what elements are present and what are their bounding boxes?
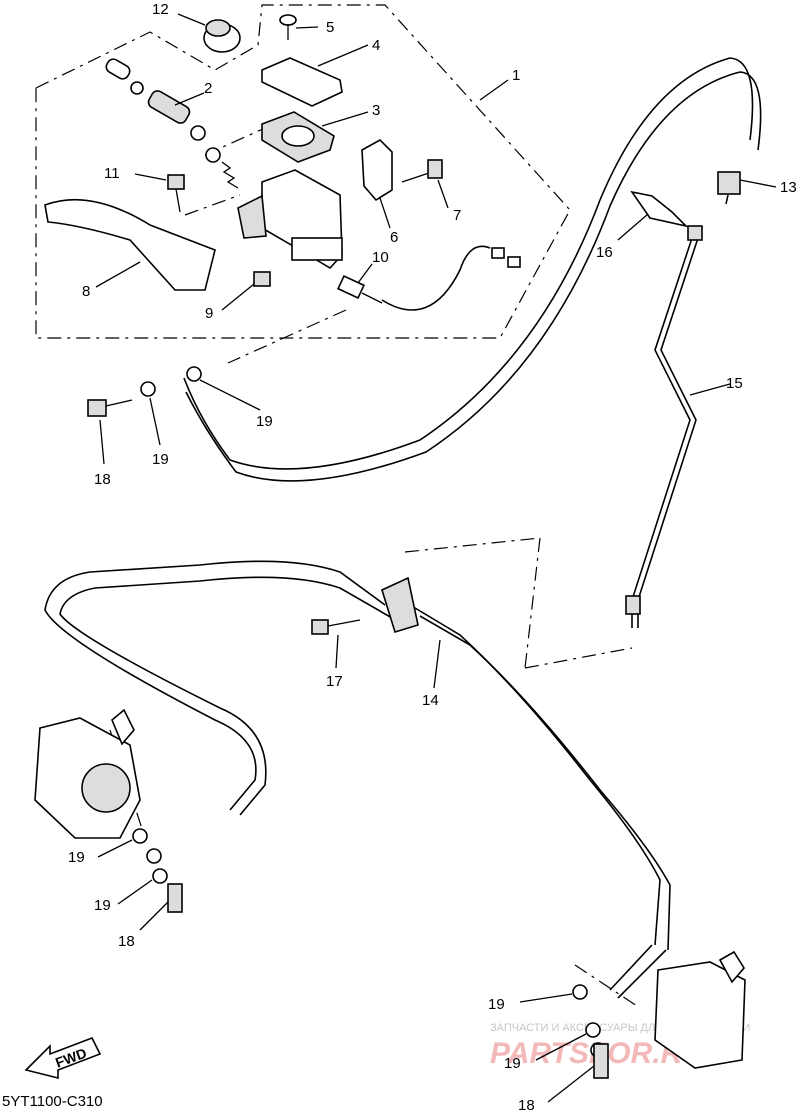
guide-line bbox=[227, 309, 347, 364]
brake-pipe-part-15 bbox=[625, 225, 703, 628]
fwd-label: FWD bbox=[53, 1045, 88, 1071]
washer-part-19-top-1 bbox=[140, 381, 156, 397]
callout-2: 2 bbox=[204, 80, 212, 97]
callout-11: 11 bbox=[104, 165, 120, 182]
callout-4: 4 bbox=[372, 37, 380, 54]
guide-line bbox=[524, 647, 633, 669]
callout-19e: 19 bbox=[488, 996, 505, 1013]
guide-line bbox=[184, 194, 241, 216]
callout-17: 17 bbox=[326, 673, 343, 690]
callout-19d: 19 bbox=[94, 897, 111, 914]
guide-line bbox=[109, 729, 146, 839]
right-caliper bbox=[654, 950, 746, 1069]
washer-part-19-left-1 bbox=[132, 828, 148, 844]
callout-13: 13 bbox=[780, 179, 797, 196]
callout-5: 5 bbox=[326, 19, 334, 36]
washer-part-19-right-1 bbox=[572, 984, 588, 1000]
brake-lever-part-8 bbox=[44, 198, 216, 291]
leader-lines bbox=[95, 13, 777, 1103]
holder-part-6 bbox=[361, 139, 393, 202]
callout-18c: 18 bbox=[518, 1097, 535, 1113]
brake-hose-part-1 bbox=[183, 57, 762, 482]
banjo-bolt-part-18-top bbox=[87, 399, 133, 417]
guide-line bbox=[524, 537, 541, 669]
bolt-part-17 bbox=[311, 619, 361, 635]
callout-7: 7 bbox=[453, 207, 461, 224]
nut-part-9 bbox=[253, 271, 271, 287]
washer-part-19-left-3 bbox=[152, 868, 168, 884]
diaphragm-part-3 bbox=[261, 111, 335, 163]
diagram-code: 5YT1100-C310 bbox=[2, 1093, 103, 1110]
assembly-boundary bbox=[35, 4, 571, 339]
callout-16: 16 bbox=[596, 244, 613, 261]
callout-18b: 18 bbox=[118, 933, 135, 950]
piston-kit-part-2 bbox=[105, 58, 239, 189]
banjo-bolt-part-18-right bbox=[593, 1043, 609, 1079]
callout-18a: 18 bbox=[94, 471, 111, 488]
fwd-arrow: FWD bbox=[24, 1036, 102, 1080]
brake-switch-part-10 bbox=[337, 245, 521, 311]
callout-19f: 19 bbox=[504, 1055, 521, 1072]
cable-fitting-part-13 bbox=[717, 171, 741, 205]
callout-10: 10 bbox=[372, 249, 389, 266]
pivot-bolt-part-11 bbox=[167, 174, 185, 213]
callout-3: 3 bbox=[372, 102, 380, 119]
master-cylinder-body bbox=[237, 169, 343, 270]
callout-19b: 19 bbox=[152, 451, 169, 468]
callout-19a: 19 bbox=[256, 413, 273, 430]
boot-part-12 bbox=[203, 19, 241, 53]
washer-part-19-right-2 bbox=[585, 1022, 601, 1038]
callout-15: 15 bbox=[726, 375, 743, 392]
guide-line bbox=[404, 537, 541, 553]
callout-19c: 19 bbox=[68, 849, 85, 866]
washer-part-19-top-2 bbox=[186, 366, 202, 382]
brake-hose-part-14 bbox=[44, 560, 671, 999]
bolt-part-7 bbox=[401, 159, 443, 183]
banjo-bolt-part-18-left bbox=[167, 883, 183, 913]
clip-part-16 bbox=[630, 190, 689, 228]
reservoir-cap-part-4 bbox=[261, 57, 343, 107]
callout-8: 8 bbox=[82, 283, 90, 300]
callout-12: 12 bbox=[152, 1, 169, 18]
callout-1: 1 bbox=[512, 67, 520, 84]
washer-part-19-left-2 bbox=[146, 848, 162, 864]
callout-6: 6 bbox=[390, 229, 398, 246]
left-caliper bbox=[34, 708, 141, 839]
guide-line bbox=[574, 964, 641, 1009]
callout-9: 9 bbox=[205, 305, 213, 322]
screw-part-5 bbox=[279, 14, 297, 40]
callout-14: 14 bbox=[422, 692, 439, 709]
